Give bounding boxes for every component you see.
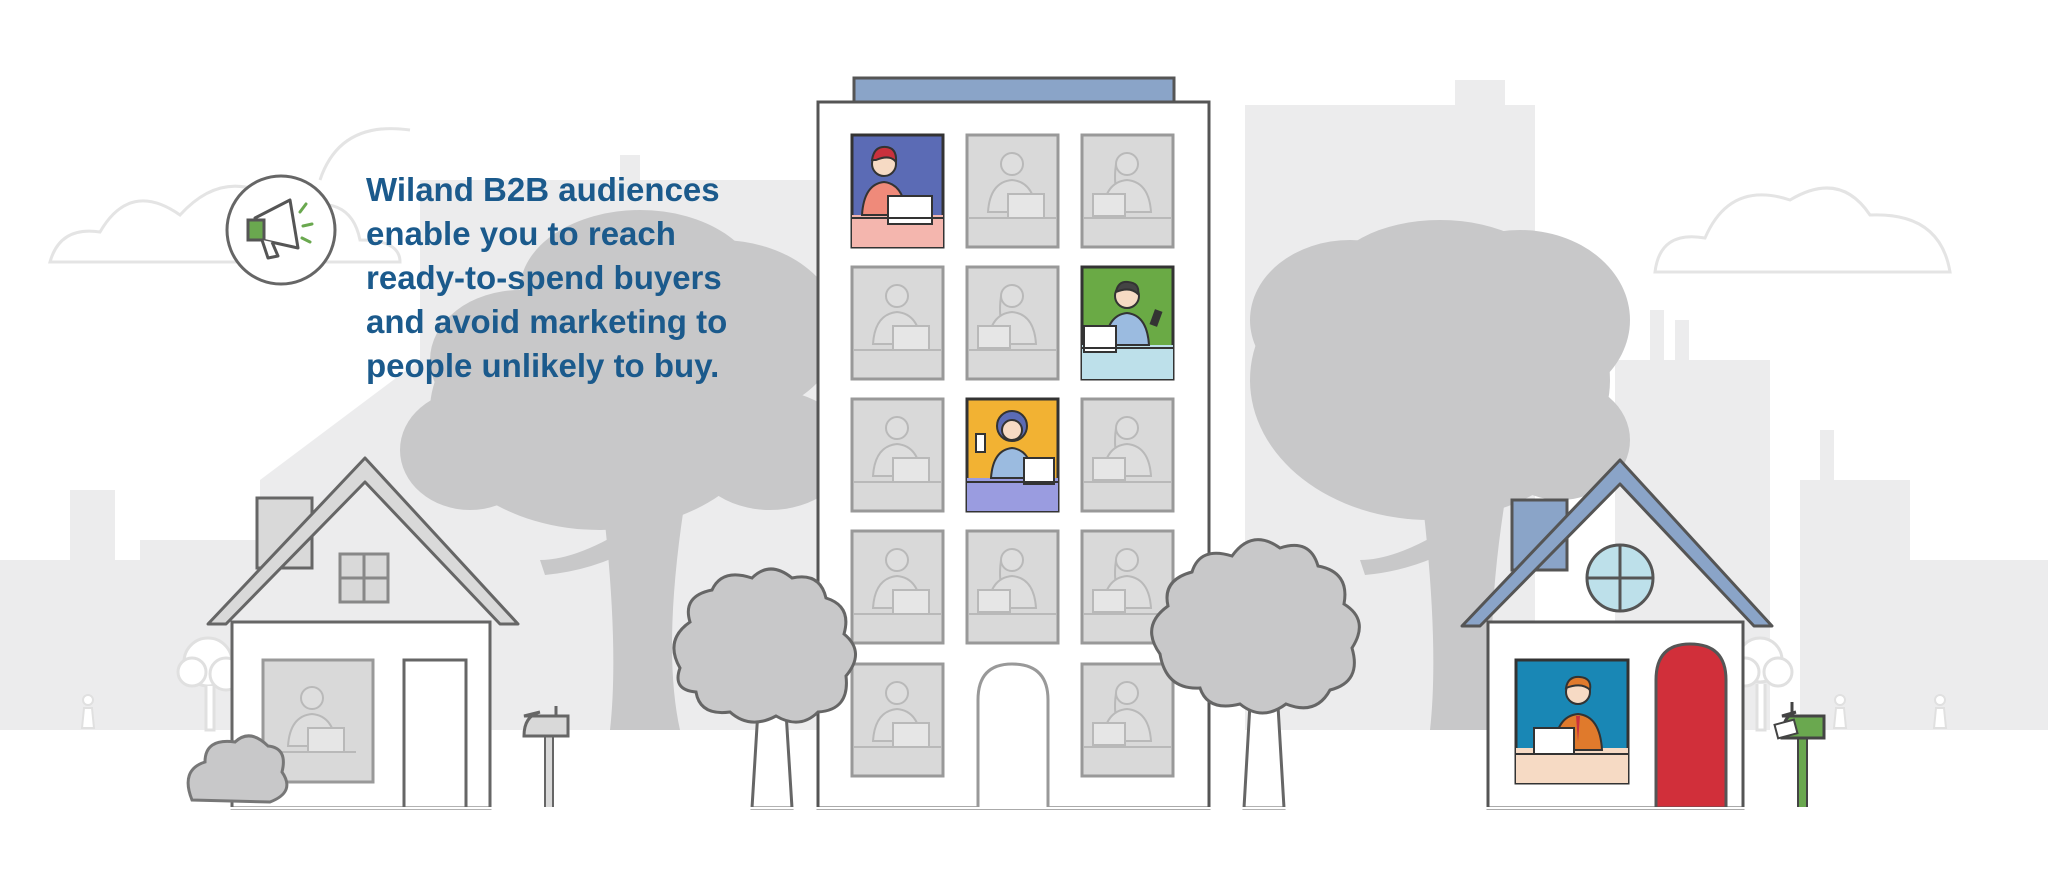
pedestrian-figures: [80, 694, 1948, 729]
apartment-building: [816, 76, 1211, 810]
megaphone-icon: [246, 198, 314, 260]
background-tree-right: [1250, 220, 1630, 730]
headline-line: people unlikely to buy.: [366, 347, 720, 384]
headline-line: enable you to reach: [366, 215, 676, 252]
window-highlight-teal: [1514, 658, 1630, 785]
mailbox-icon: [522, 706, 570, 809]
building-entrance: [976, 662, 1050, 808]
window-highlight-blue: [850, 133, 945, 249]
right-house: [1460, 458, 1774, 810]
foreground-tree-right: [1150, 538, 1361, 810]
window: [965, 529, 1060, 645]
window: [1080, 662, 1175, 778]
background-tree-left: [400, 210, 850, 730]
foreground-tree-left: [672, 567, 857, 810]
window: [850, 265, 945, 381]
headline: Wiland B2B audiences enable you to reach…: [366, 168, 786, 388]
window: [850, 529, 945, 645]
window-highlight-yellow: [965, 397, 1060, 513]
background-clouds: [48, 127, 1952, 274]
right-mailbox: [1773, 702, 1826, 809]
megaphone-badge: [225, 174, 337, 286]
window: [1080, 133, 1175, 249]
mailbox-with-letter-icon: [1773, 702, 1826, 809]
window: [1080, 397, 1175, 513]
window-highlight-green: [1080, 265, 1175, 381]
window: [965, 133, 1060, 249]
front-door: [1654, 642, 1728, 810]
window: [850, 397, 945, 513]
left-mailbox: [522, 706, 570, 809]
left-bush: [186, 734, 289, 804]
window: [850, 662, 945, 778]
window: [965, 265, 1060, 381]
headline-line: ready-to-spend buyers: [366, 259, 722, 296]
headline-line: and avoid marketing to: [366, 303, 728, 340]
headline-line: Wiland B2B audiences: [366, 171, 720, 208]
